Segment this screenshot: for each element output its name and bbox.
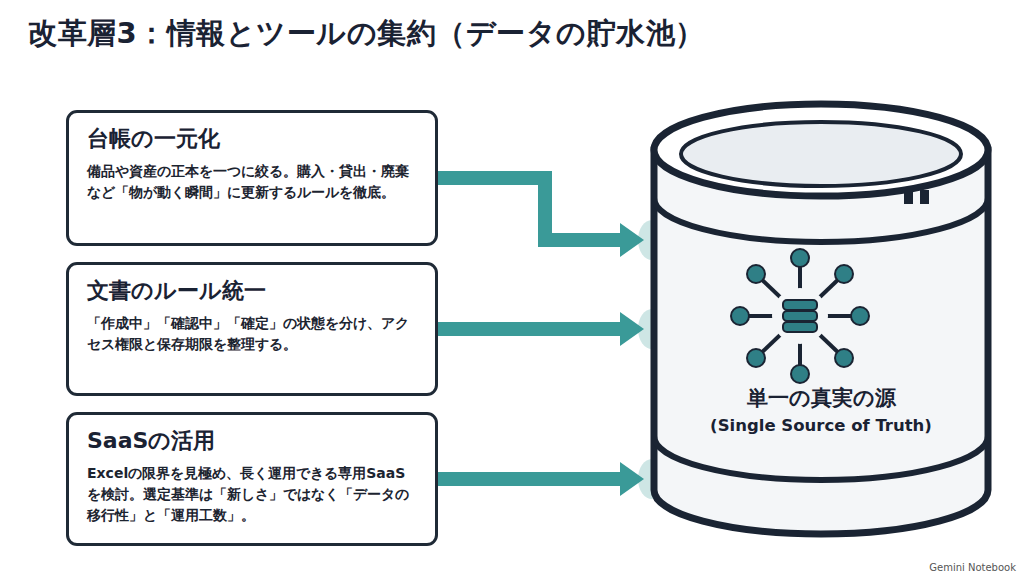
network-icon bbox=[731, 249, 869, 383]
process-box: 台帳の一元化備品や資産の正本を一つに絞る。購入・貸出・廃棄など「物が動く瞬間」に… bbox=[66, 110, 438, 246]
cylinder-body bbox=[654, 150, 988, 534]
box-body: 「作成中」「確認中」「確定」の状態を分け、アクセス権限と保存期限を整理する。 bbox=[87, 313, 419, 355]
indicator bbox=[904, 190, 913, 204]
node-title: 単一の真実の源 bbox=[650, 384, 992, 412]
slide-title: 改革層3：情報とツールの集約（データの貯水池） bbox=[28, 14, 705, 54]
connector-arrow bbox=[438, 309, 666, 349]
node-subtitle: (Single Source of Truth) bbox=[650, 416, 992, 435]
cylinder-band bbox=[654, 436, 988, 480]
process-box: SaaSの活用 Excelの限界を見極め、長く運用できる専用SaaSを検討。選定基… bbox=[66, 412, 438, 546]
database-cylinder bbox=[650, 98, 992, 538]
connector-arrow bbox=[438, 459, 666, 499]
database-node: 単一の真実の源 (Single Source of Truth) bbox=[650, 98, 992, 538]
box-body: Excelの限界を見極め、長く運用できる専用SaaSを検討。選定基準は「新しさ」… bbox=[87, 463, 419, 526]
cylinder-band bbox=[654, 198, 988, 242]
box-heading: 文書のルール統一 bbox=[87, 277, 419, 305]
cylinder-top bbox=[654, 104, 988, 196]
watermark: Gemini Notebook bbox=[929, 562, 1016, 573]
indicator bbox=[920, 190, 929, 204]
box-body: 備品や資産の正本を一つに絞る。購入・貸出・廃棄など「物が動く瞬間」に更新するルー… bbox=[87, 161, 419, 203]
box-heading: SaaSの活用 bbox=[87, 427, 419, 455]
connector-arrow bbox=[438, 178, 666, 260]
process-box: 文書のルール統一「作成中」「確認中」「確定」の状態を分け、アクセス権限と保存期限… bbox=[66, 262, 438, 396]
box-heading: 台帳の一元化 bbox=[87, 125, 419, 153]
cylinder-top-inner bbox=[681, 122, 961, 186]
